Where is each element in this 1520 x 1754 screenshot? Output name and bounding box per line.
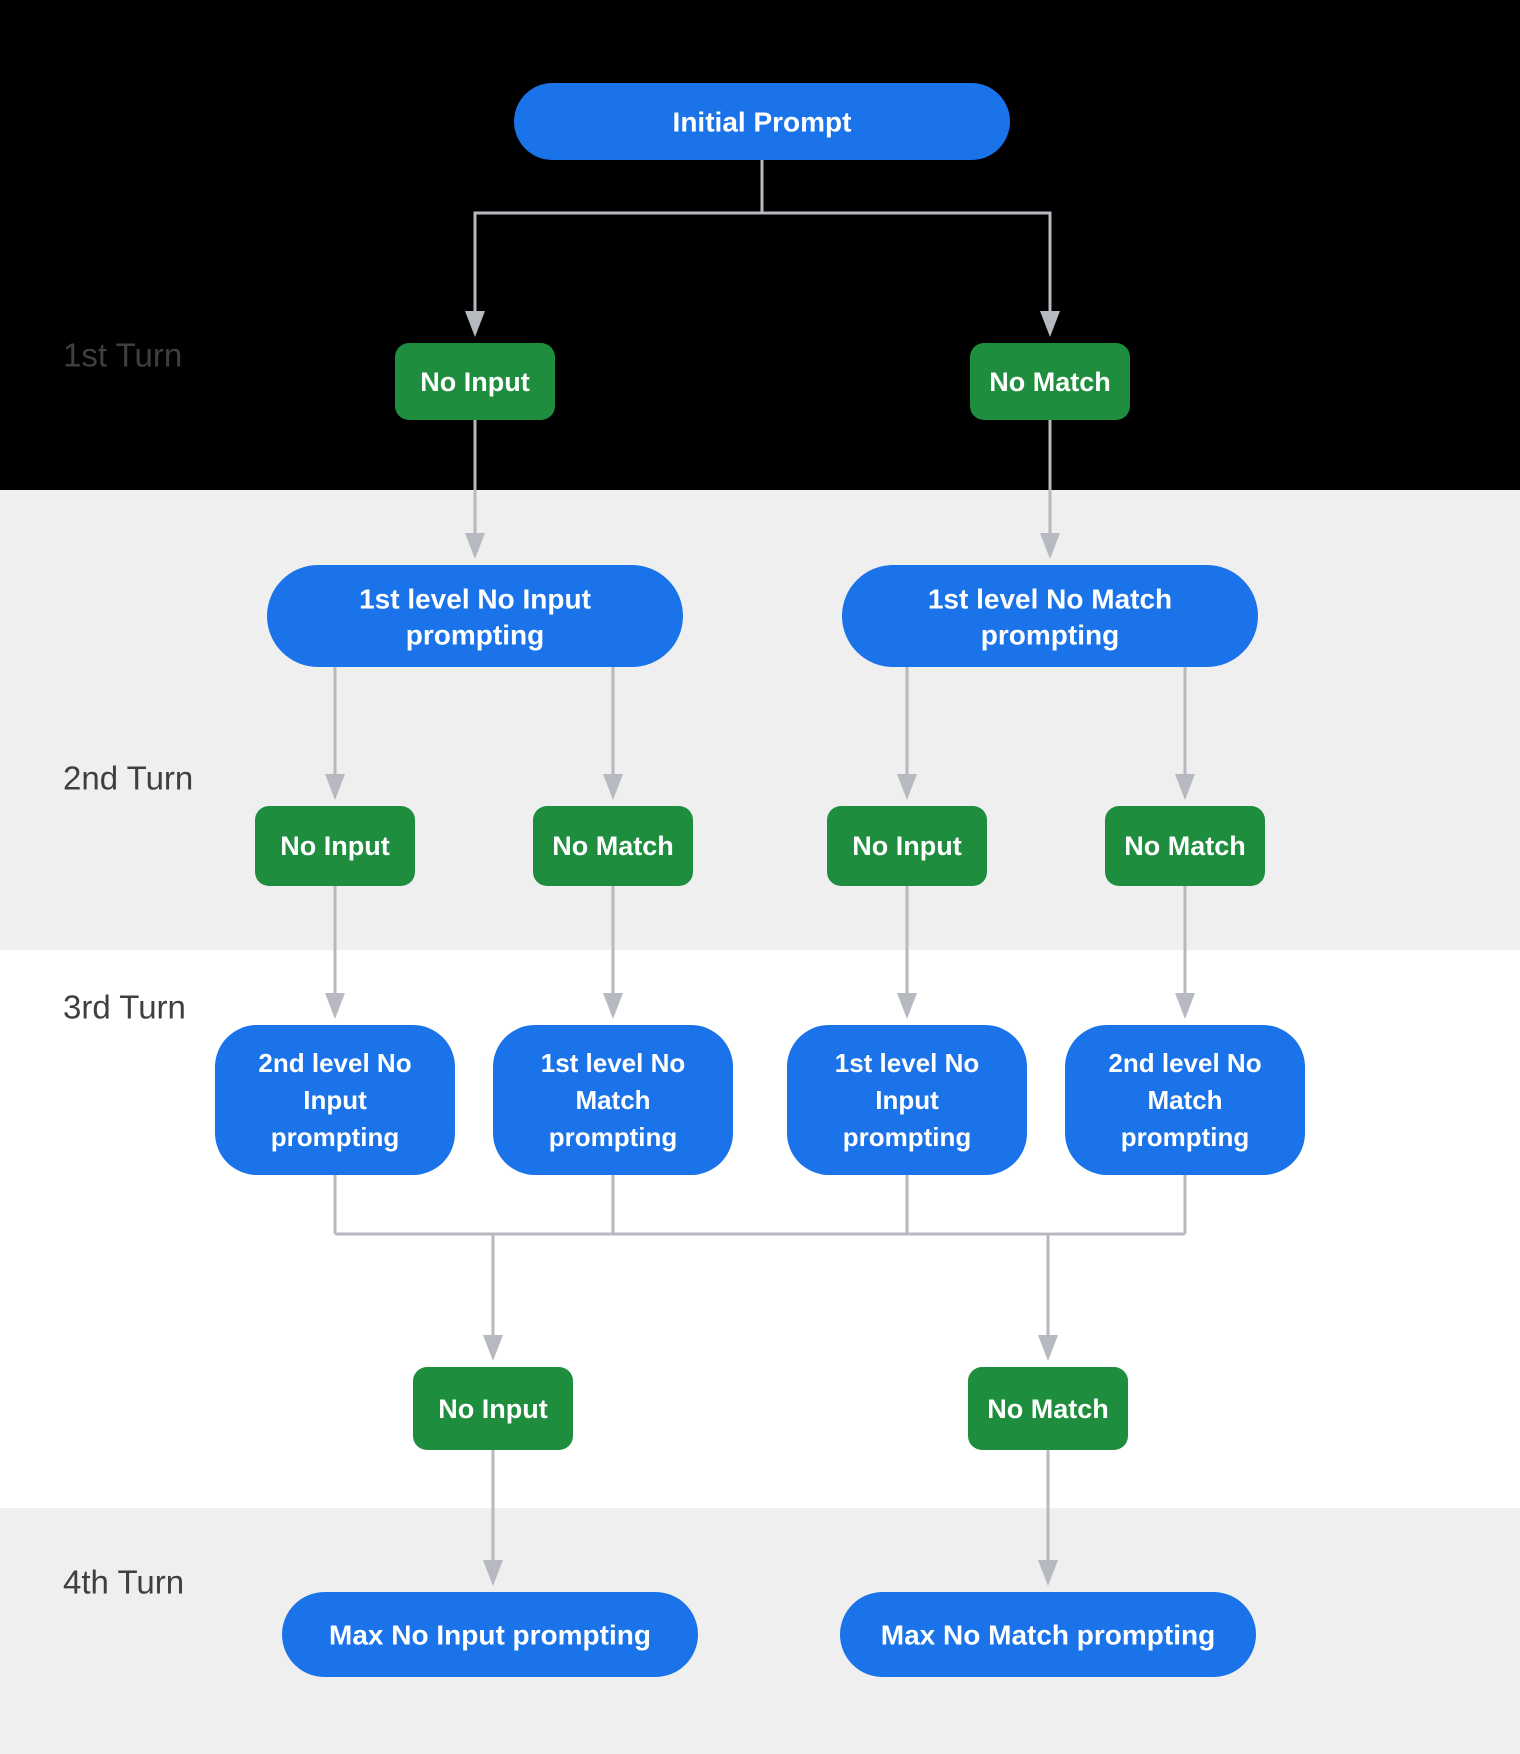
turn3-prompt3-shape <box>787 1025 1027 1175</box>
connector-convergence-bus <box>333 1175 1187 1236</box>
turn3-prompt2-shape <box>493 1025 733 1175</box>
node-turn2-no-match-2: No Match <box>1105 806 1265 886</box>
level1-no-input-prompting-line2: prompting <box>406 620 544 651</box>
turn3-prompt4-line2: Match <box>1147 1085 1222 1115</box>
max-no-match-shape <box>840 1592 1256 1677</box>
node-max-no-input-prompting: Max No Input prompting <box>282 1592 698 1677</box>
turn3-prompt3-line2: Input <box>875 1085 939 1115</box>
initial-prompt-shape <box>514 83 1010 160</box>
turn2-event4-shape <box>1105 806 1265 886</box>
node-turn2-no-match-1: No Match <box>533 806 693 886</box>
turn2-event3-label: No Input <box>852 831 961 861</box>
max-no-input-label: Max No Input prompting <box>329 1620 651 1651</box>
turn3-prompt1-line3: prompting <box>271 1122 400 1152</box>
turn2-event4-label: No Match <box>1124 831 1246 861</box>
max-no-match-label: Max No Match prompting <box>881 1620 1215 1651</box>
node-turn1-no-match: No Match <box>970 343 1130 420</box>
node-max-no-match-prompting: Max No Match prompting <box>840 1592 1256 1677</box>
turn3-prompt1-line2: Input <box>303 1085 367 1115</box>
connector-initial-to-turn1-no-match <box>762 211 1060 337</box>
node-1st-level-no-match-prompting: 1st level No Match prompting <box>493 1025 733 1175</box>
node-turn3-no-input: No Input <box>413 1367 573 1450</box>
turn3-no-input-label: No Input <box>438 1394 547 1424</box>
node-turn2-no-input-1: No Input <box>255 806 415 886</box>
connector-initial-to-turn1-no-input <box>465 160 764 337</box>
turn2-event1-label: No Input <box>280 831 389 861</box>
turn3-prompt3-line1: 1st level No <box>835 1048 980 1078</box>
turn3-prompt2-line1: 1st level No <box>541 1048 686 1078</box>
turn3-prompt2-line2: Match <box>575 1085 650 1115</box>
level1-no-input-prompting-shape <box>267 565 683 667</box>
node-1st-level-no-input-prompting: 1st level No Input prompting <box>787 1025 1027 1175</box>
turn3-prompt1-line1: 2nd level No <box>258 1048 411 1078</box>
turn-label-4: 4th Turn <box>63 1564 184 1601</box>
band-turn4 <box>0 1508 1520 1754</box>
level1-no-match-prompting-line1: 1st level No Match <box>928 584 1172 615</box>
band-turn1 <box>0 0 1520 490</box>
turn3-prompt3-line3: prompting <box>843 1122 972 1152</box>
turn2-event2-shape <box>533 806 693 886</box>
turn1-no-match-label: No Match <box>989 367 1111 397</box>
turn3-no-match-label: No Match <box>987 1394 1109 1424</box>
turn3-prompt4-line1: 2nd level No <box>1108 1048 1261 1078</box>
turn-label-2: 2nd Turn <box>63 760 193 797</box>
turn1-no-match-shape <box>970 343 1130 420</box>
node-turn3-no-match: No Match <box>968 1367 1128 1450</box>
node-initial-prompt: Initial Prompt <box>514 83 1010 160</box>
node-level1-no-input-prompting: 1st level No Input prompting <box>267 565 683 667</box>
turn2-event3-shape <box>827 806 987 886</box>
node-2nd-level-no-input-prompting: 2nd level No Input prompting <box>215 1025 455 1175</box>
turn2-event2-label: No Match <box>552 831 674 861</box>
node-level1-no-match-prompting: 1st level No Match prompting <box>842 565 1258 667</box>
level1-no-match-prompting-line2: prompting <box>981 620 1119 651</box>
turn1-no-input-label: No Input <box>420 367 529 397</box>
band-turn3 <box>0 950 1520 1508</box>
turn-label-1: 1st Turn <box>63 337 182 374</box>
turn3-prompt4-line3: prompting <box>1121 1122 1250 1152</box>
node-2nd-level-no-match-prompting: 2nd level No Match prompting <box>1065 1025 1305 1175</box>
turn3-no-match-shape <box>968 1367 1128 1450</box>
band-turn2 <box>0 490 1520 950</box>
turn3-prompt1-shape <box>215 1025 455 1175</box>
node-turn2-no-input-2: No Input <box>827 806 987 886</box>
level1-no-input-prompting-line1: 1st level No Input <box>359 584 591 615</box>
turn3-prompt2-line3: prompting <box>549 1122 678 1152</box>
turn3-prompt4-shape <box>1065 1025 1305 1175</box>
level1-no-match-prompting-shape <box>842 565 1258 667</box>
turn3-no-input-shape <box>413 1367 573 1450</box>
turn1-no-input-shape <box>395 343 555 420</box>
turn-label-3: 3rd Turn <box>63 989 186 1026</box>
turn2-event1-shape <box>255 806 415 886</box>
max-no-input-shape <box>282 1592 698 1677</box>
initial-prompt-label: Initial Prompt <box>673 107 852 138</box>
node-turn1-no-input: No Input <box>395 343 555 420</box>
